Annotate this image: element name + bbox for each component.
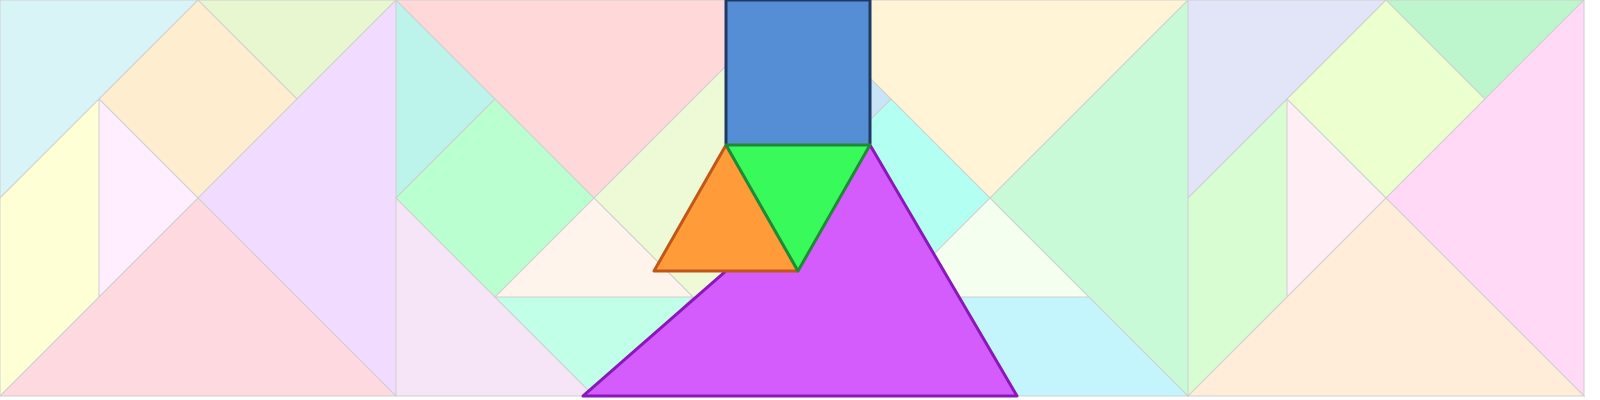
bg-tile (0, 197, 398, 397)
bg-tile (1186, 197, 1586, 397)
square-piece[interactable] (724, 0, 872, 147)
small-triangle-green-piece[interactable] (724, 143, 872, 273)
active-pieces-layer (581, 0, 1019, 398)
